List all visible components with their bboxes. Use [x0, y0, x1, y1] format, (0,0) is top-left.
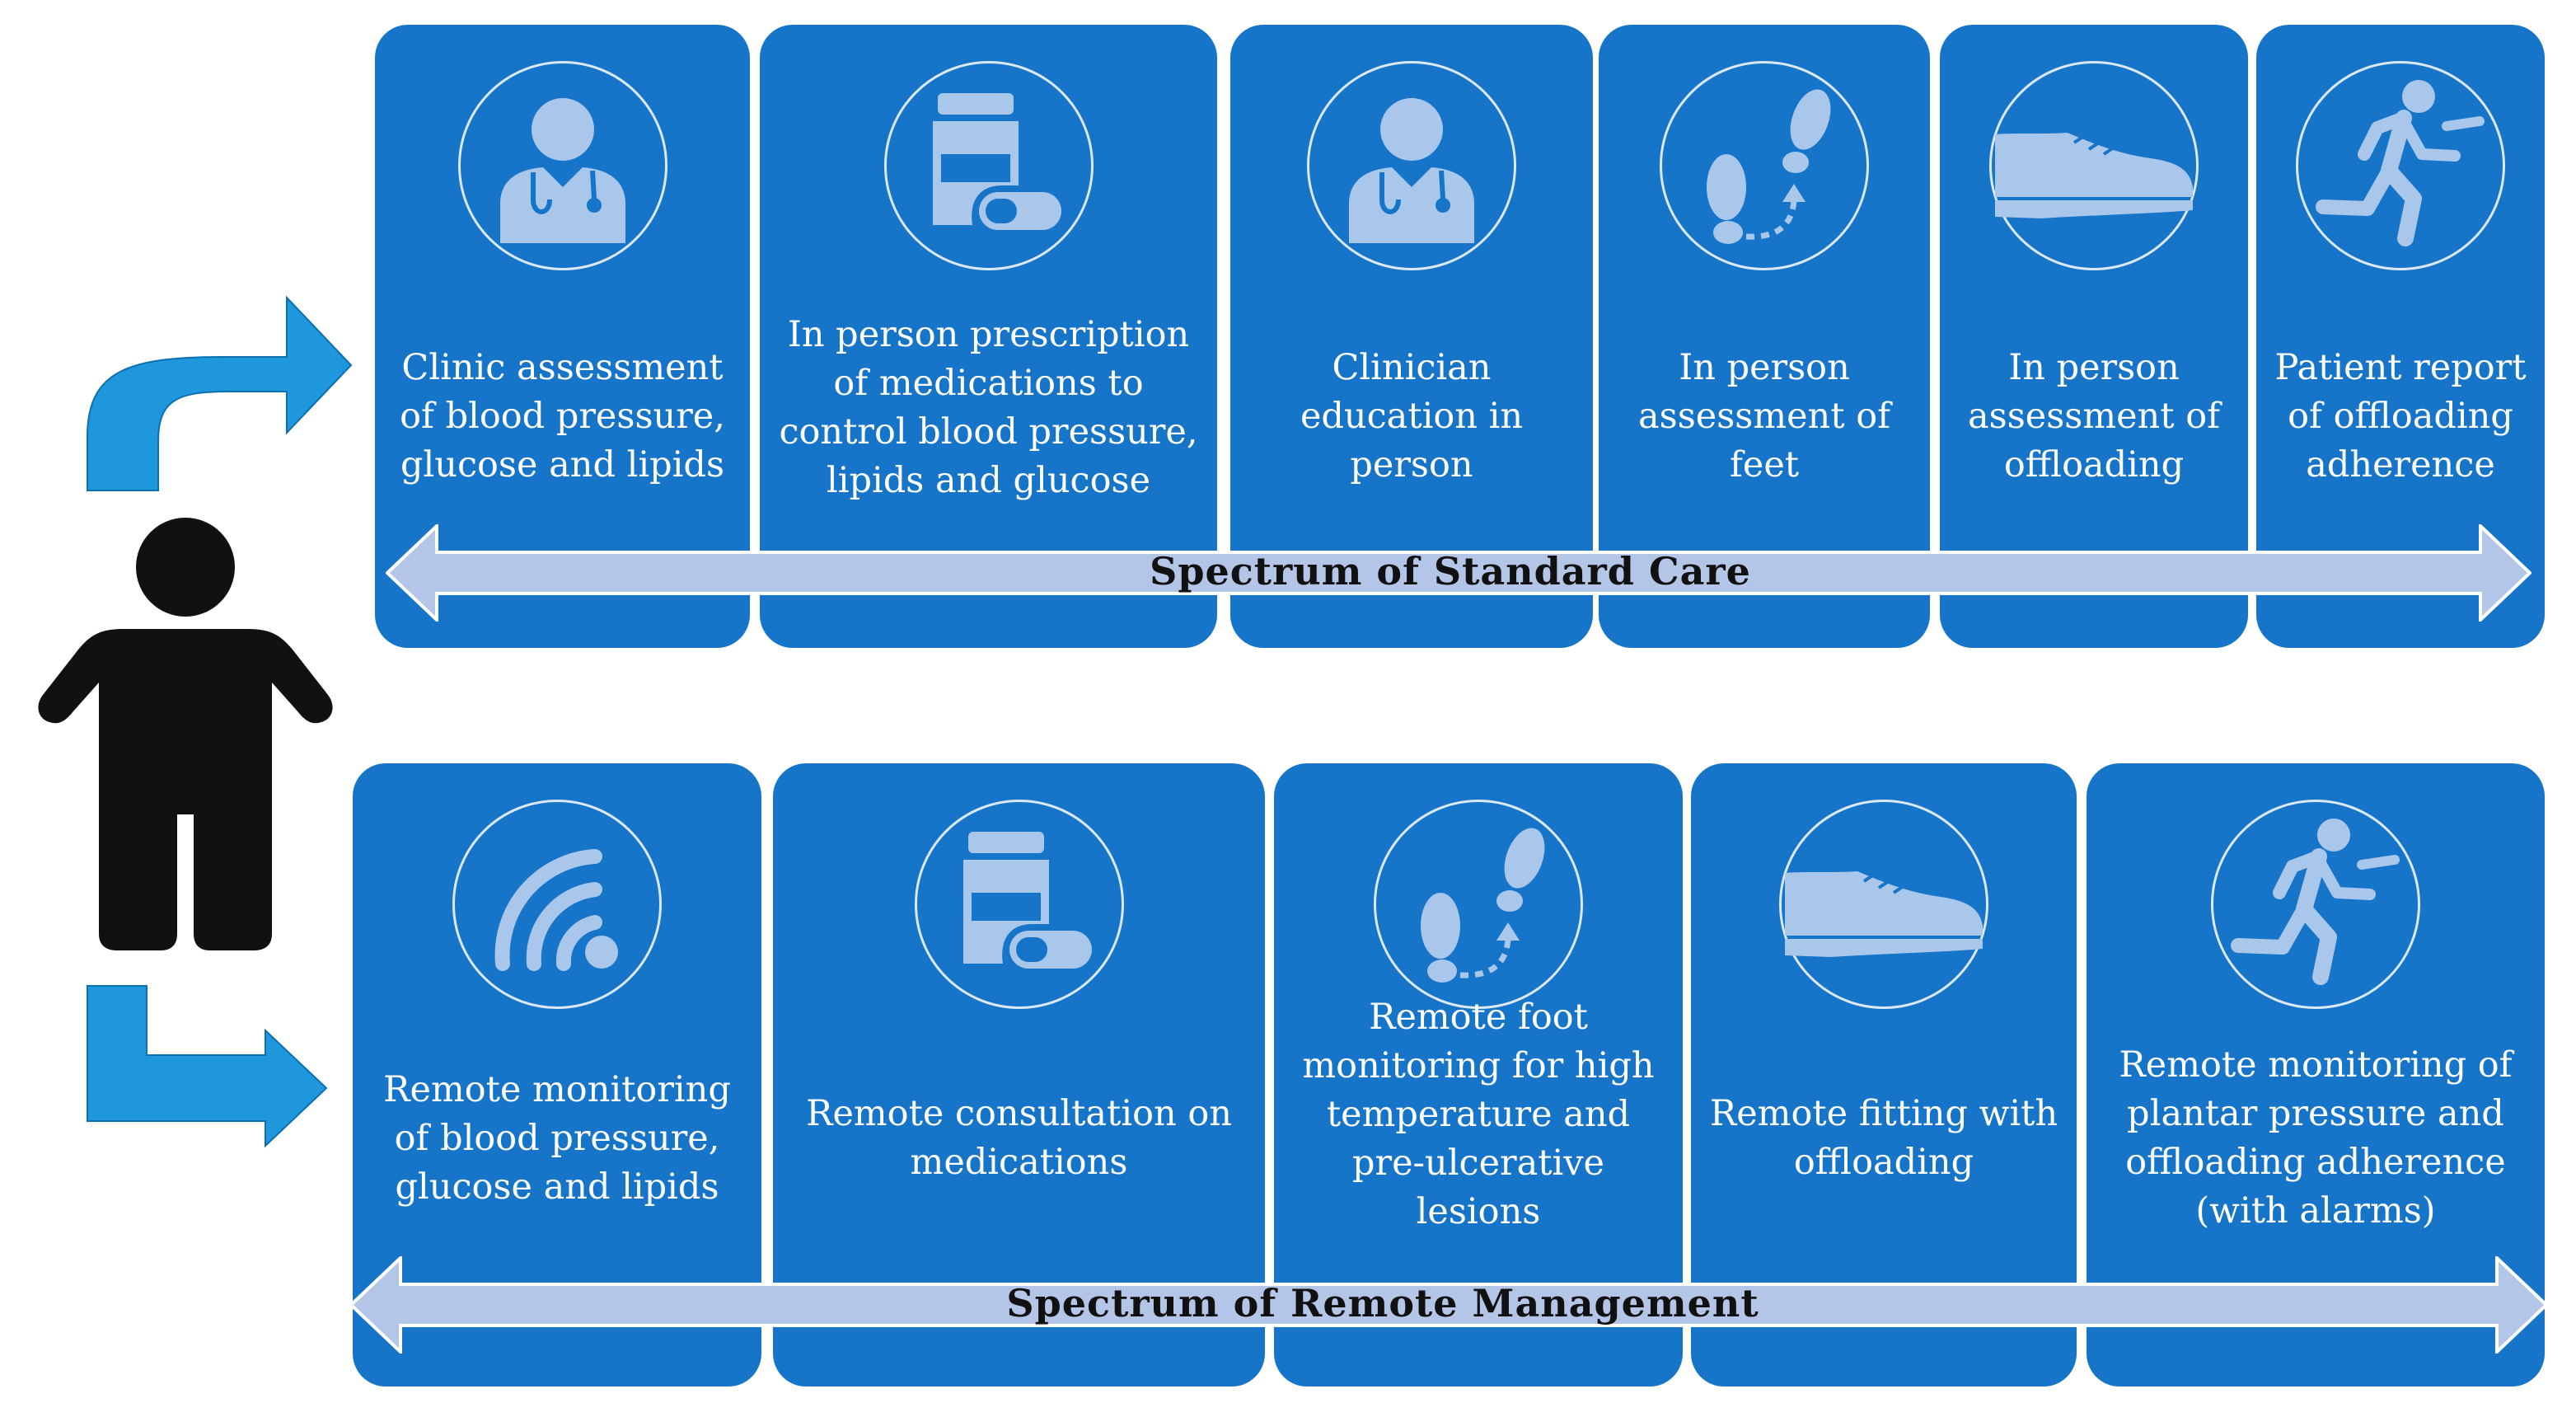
- standard-care-label-2: In person prescription of medications to…: [779, 314, 1198, 501]
- running-person-icon: [2296, 61, 2505, 270]
- wireless-signal-icon: [452, 800, 662, 1009]
- standard-care-card-5: In person assessment of offloading: [1940, 25, 2248, 648]
- remote-management-label-5: Remote monitoring of plantar pressure an…: [2119, 1044, 2513, 1232]
- shoe-icon: [1989, 61, 2199, 270]
- standard-care-spectrum-arrow: Spectrum of Standard Care: [386, 524, 2532, 622]
- standard-care-card-4: In person assessment of feet: [1599, 25, 1930, 648]
- standard-care-card-3: Clinician education in person: [1230, 25, 1593, 648]
- patient-person-icon: [38, 518, 333, 950]
- remote-management-label-1: Remote monitoring of blood pressure, glu…: [383, 1068, 731, 1208]
- footprints-icon: [1374, 800, 1583, 1009]
- doctor-icon: [457, 61, 667, 270]
- medication-bottle-icon: [914, 800, 1124, 1009]
- standard-care-label-5: In person assessment of offloading: [1967, 346, 2221, 486]
- lower-turn-arrow-icon: [87, 985, 328, 1148]
- doctor-icon: [1307, 61, 1516, 270]
- remote-management-label-3: Remote foot monitoring for high temperat…: [1302, 996, 1655, 1232]
- medication-bottle-icon: [883, 61, 1094, 270]
- remote-management-label-4: Remote fitting with offloading: [1709, 1093, 2058, 1183]
- standard-care-label-1: Clinic assessment of blood pressure, glu…: [400, 346, 725, 486]
- footprints-icon: [1660, 61, 1869, 270]
- standard-care-card-6: Patient report of offloading adherence: [2256, 25, 2545, 648]
- remote-management-spectrum-title: Spectrum of Remote Management: [1006, 1281, 1759, 1326]
- standard-care-spectrum-title: Spectrum of Standard Care: [1150, 549, 1751, 594]
- remote-management-label-2: Remote consultation on medications: [806, 1093, 1232, 1183]
- standard-care-label-3: Clinician education in person: [1300, 346, 1524, 486]
- remote-management-spectrum-arrow: Spectrum of Remote Management: [349, 1256, 2548, 1354]
- shoe-icon: [1779, 800, 1988, 1009]
- standard-care-label-6: Patient report of offloading adherence: [2274, 346, 2527, 486]
- standard-care-card-2: In person prescription of medications to…: [760, 25, 1217, 648]
- upper-turn-arrow-icon: [87, 295, 353, 491]
- standard-care-label-4: In person assessment of feet: [1637, 346, 1891, 486]
- running-person-icon: [2211, 800, 2420, 1009]
